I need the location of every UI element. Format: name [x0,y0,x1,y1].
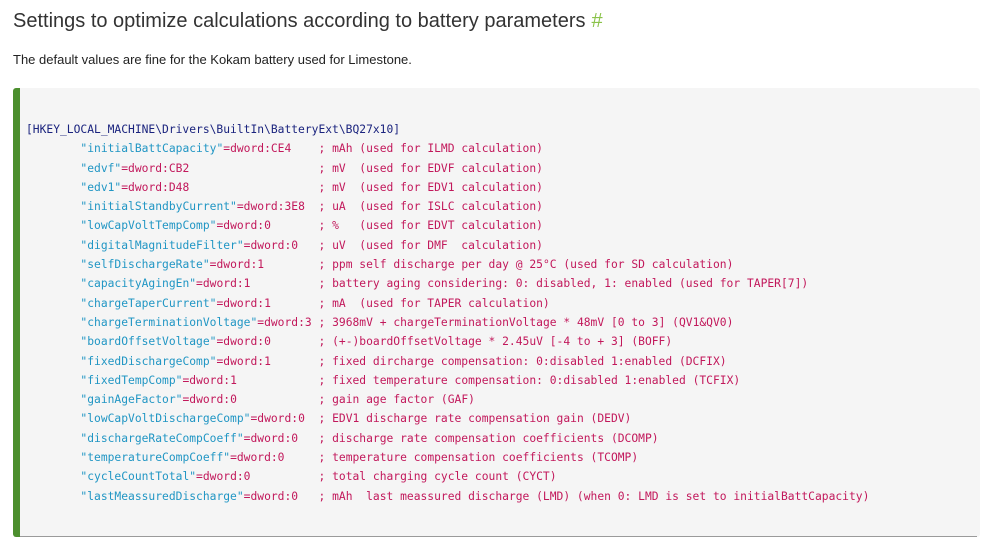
registry-entry-comment: ; temperature compensation coefficients … [318,451,639,465]
registry-entry-key: "digitalMagnitudeFilter" [80,238,244,252]
registry-entry-key: "chargeTerminationVoltage" [80,315,258,329]
registry-entry-comment: ; (+-)boardOffsetVoltage * 2.45uV [-4 to… [318,335,673,349]
intro-paragraph: The default values are fine for the Koka… [13,52,412,67]
registry-entry: "chargeTaperCurrent"=dword:1 ; mA (used … [80,296,550,310]
section-heading: Settings to optimize calculations accord… [13,8,603,34]
registry-entry-key: "selfDischargeRate" [80,258,210,272]
registry-entry-key: "initialBattCapacity" [80,142,224,156]
registry-entry-comment: ; total charging cycle count (CYCT) [318,470,557,484]
registry-code: [HKEY_LOCAL_MACHINE\Drivers\BuiltIn\Batt… [26,120,869,506]
registry-entry-comment: ; EDV1 discharge rate compensation gain … [318,412,632,426]
registry-key-header: [HKEY_LOCAL_MACHINE\Drivers\BuiltIn\Batt… [26,123,401,136]
registry-entry-value: dword:0 [189,393,237,407]
registry-entry-value: dword:0 [250,238,299,252]
registry-entry: "digitalMagnitudeFilter"=dword:0 ; uV (u… [80,238,543,252]
registry-entry-value: dword:0 [236,451,285,465]
section-heading-text: Settings to optimize calculations accord… [13,10,586,32]
registry-entry-key: "chargeTaperCurrent" [80,296,217,310]
registry-entry-value: dword:1 [223,354,271,368]
registry-entry-value: dword:0 [250,489,299,503]
registry-entry: "initialStandbyCurrent"=dword:3E8 ; uA (… [80,200,543,214]
registry-entry-key: "lowCapVoltDischargeComp" [80,412,251,426]
registry-entry-comment: ; mA (used for TAPER calculation) [318,296,550,310]
registry-entry-key: "fixedTempComp" [80,373,183,387]
code-block-scrollbar[interactable] [20,536,977,537]
registry-entry-comment: ; gain age factor (GAF) [318,393,475,407]
registry-entry-comment: ; fixed temperature compensation: 0:disa… [318,373,741,387]
registry-entry-value: dword:3E8 [243,200,305,214]
registry-entry: "fixedTempComp"=dword:1 ; fixed temperat… [80,373,741,387]
registry-entry-key: "edvf" [80,161,122,175]
registry-entry: "temperatureCompCoeff"=dword:0 ; tempera… [80,451,639,465]
registry-entry-value: dword:0 [223,335,271,349]
registry-entry-value: dword:CE4 [230,142,292,156]
registry-entry-value: dword:D48 [128,180,190,194]
registry-entry: "edv1"=dword:D48 ; mV (used for EDV1 cal… [80,180,543,194]
registry-entry-value: dword:1 [189,373,237,387]
registry-entries: "initialBattCapacity"=dword:CE4 ; mAh (u… [26,139,869,506]
registry-entry-key: "boardOffsetVoltage" [80,335,217,349]
registry-entry-value: dword:3 [264,315,312,329]
registry-entry-key: "initialStandbyCurrent" [80,200,237,214]
heading-anchor-link[interactable]: # [591,10,603,32]
registry-entry-comment: ; uA (used for ISLC calculation) [318,200,543,214]
registry-entry-comment: ; mV (used for EDVF calculation) [318,161,543,175]
registry-entry-value: dword:0 [257,412,305,426]
registry-entry-value: dword:1 [202,277,251,291]
registry-entry-comment: ; battery aging considering: 0: disabled… [318,277,809,291]
registry-entry-key: "lastMeassuredDischarge" [80,489,244,503]
registry-entry: "boardOffsetVoltage"=dword:0 ; (+-)board… [80,335,673,349]
registry-entry-value: dword:0 [202,470,251,484]
registry-entry: "initialBattCapacity"=dword:CE4 ; mAh (u… [80,142,543,156]
registry-entry-value: dword:1 [216,258,265,272]
registry-entry-comment: ; mAh last meassured discharge (LMD) (wh… [318,489,870,503]
registry-entry: "selfDischargeRate"=dword:1 ; ppm self d… [80,258,734,272]
registry-entry-comment: ; mV (used for EDV1 calculation) [318,180,543,194]
registry-entry: "chargeTerminationVoltage"=dword:3 ; 396… [80,315,734,329]
registry-entry-key: "fixedDischargeComp" [80,354,217,368]
registry-entry-value: dword:0 [223,219,271,233]
registry-entry: "edvf"=dword:CB2 ; mV (used for EDVF cal… [80,161,543,175]
registry-entry-value: dword:CB2 [128,161,190,175]
registry-entry-key: "capacityAgingEn" [80,277,197,291]
registry-entry: "fixedDischargeComp"=dword:1 ; fixed dir… [80,354,727,368]
registry-entry-key: "dischargeRateCompCoeff" [80,431,244,445]
code-block [13,88,980,537]
registry-entry-key: "cycleCountTotal" [80,470,197,484]
registry-entry: "cycleCountTotal"=dword:0 ; total chargi… [80,470,557,484]
registry-entry: "lowCapVoltTempComp"=dword:0 ; % (used f… [80,219,543,233]
registry-entry-comment: ; ppm self discharge per day @ 25°C (use… [318,258,734,272]
registry-entry: "gainAgeFactor"=dword:0 ; gain age facto… [80,393,475,407]
registry-entry: "lowCapVoltDischargeComp"=dword:0 ; EDV1… [80,412,632,426]
registry-entry: "lastMeassuredDischarge"=dword:0 ; mAh l… [80,489,870,503]
registry-entry-key: "gainAgeFactor" [80,393,183,407]
registry-entry-key: "edv1" [80,180,122,194]
registry-entry-comment: ; 3968mV + chargeTerminationVoltage * 48… [318,315,734,329]
registry-entry-key: "lowCapVoltTempComp" [80,219,217,233]
registry-entry-value: dword:1 [223,296,271,310]
registry-entry: "capacityAgingEn"=dword:1 ; battery agin… [80,277,809,291]
registry-entry-value: dword:0 [250,431,299,445]
registry-entry-comment: ; % (used for EDVT calculation) [318,219,543,233]
registry-entry: "dischargeRateCompCoeff"=dword:0 ; disch… [80,431,659,445]
registry-entry-comment: ; uV (used for DMF calculation) [318,238,543,252]
registry-entry-comment: ; mAh (used for ILMD calculation) [318,142,543,156]
registry-entry-comment: ; discharge rate compensation coefficien… [318,431,659,445]
registry-entry-key: "temperatureCompCoeff" [80,451,231,465]
registry-entry-comment: ; fixed dircharge compensation: 0:disabl… [318,354,727,368]
